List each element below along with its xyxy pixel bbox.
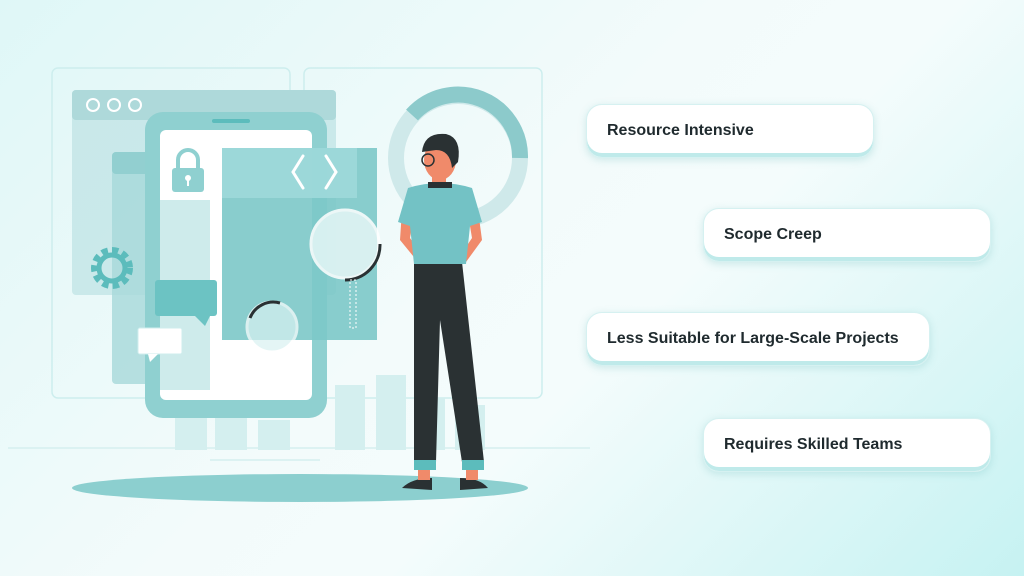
list-item-label: Less Suitable for Large-Scale Projects [607, 330, 899, 347]
list-item-label: Requires Skilled Teams [724, 436, 903, 453]
list-item-skilled-teams: Requires Skilled Teams [703, 418, 991, 472]
window-dot-icon [86, 98, 100, 112]
ground-shadow [72, 474, 528, 502]
chat-bubble-icon [137, 280, 217, 362]
hero-illustration [8, 67, 590, 502]
list-item-resource-intensive: Resource Intensive [586, 104, 874, 158]
window-dot-icon [128, 98, 142, 112]
list-item-scope-creep: Scope Creep [703, 208, 991, 262]
list-item-label: Scope Creep [724, 226, 822, 243]
window-dot-icon [107, 98, 121, 112]
list-item-less-suitable: Less Suitable for Large-Scale Projects [586, 312, 930, 366]
gear-icon [91, 247, 133, 289]
lock-icon [172, 148, 204, 192]
person-figure [398, 133, 488, 490]
code-brackets-icon [291, 154, 338, 190]
list-item-label: Resource Intensive [607, 122, 754, 139]
